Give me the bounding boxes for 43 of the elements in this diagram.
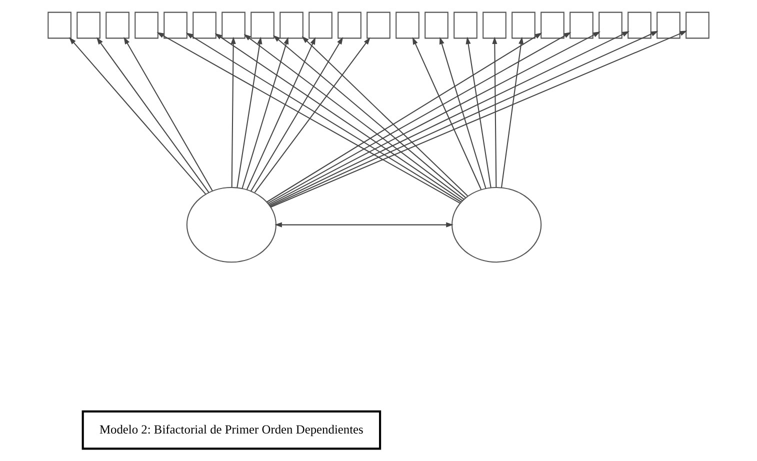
node-box [686,12,710,39]
node-box [134,12,158,39]
node-box [76,12,100,39]
arrow [274,222,454,228]
arrow [412,37,482,190]
node-box: Modelo 2: Bifactorial de Primer Orden Dependientes [82,410,382,450]
arrow [124,36,213,191]
node-box [570,12,594,39]
node-box [192,12,216,39]
node-box [628,12,652,39]
node-box [598,12,622,39]
node-circle [186,187,276,263]
node-box [540,12,564,39]
node-box [48,12,72,39]
arrow [254,37,370,193]
node-circle [452,187,542,263]
node-box [338,12,362,39]
node-box [308,12,332,39]
arrow [236,36,262,188]
node-box [396,12,420,39]
node-box [424,12,448,39]
arrow [242,36,289,189]
node-box [164,12,188,39]
arrow [439,36,486,189]
node-box [656,12,680,39]
node-box [482,12,506,39]
arrow [302,36,468,196]
arrow [230,36,236,188]
arrow [500,36,524,188]
arrow [492,36,498,188]
arrow [69,37,206,195]
node-box [280,12,304,39]
arrow [466,36,492,188]
arrow [250,37,344,192]
node-box [454,12,478,39]
node-box [106,12,130,39]
node-box [366,12,390,39]
node-box [222,12,246,39]
arrow [273,35,466,198]
node-box [512,12,536,39]
arrow [246,37,316,190]
arrow [96,37,210,193]
node-box [250,12,274,39]
